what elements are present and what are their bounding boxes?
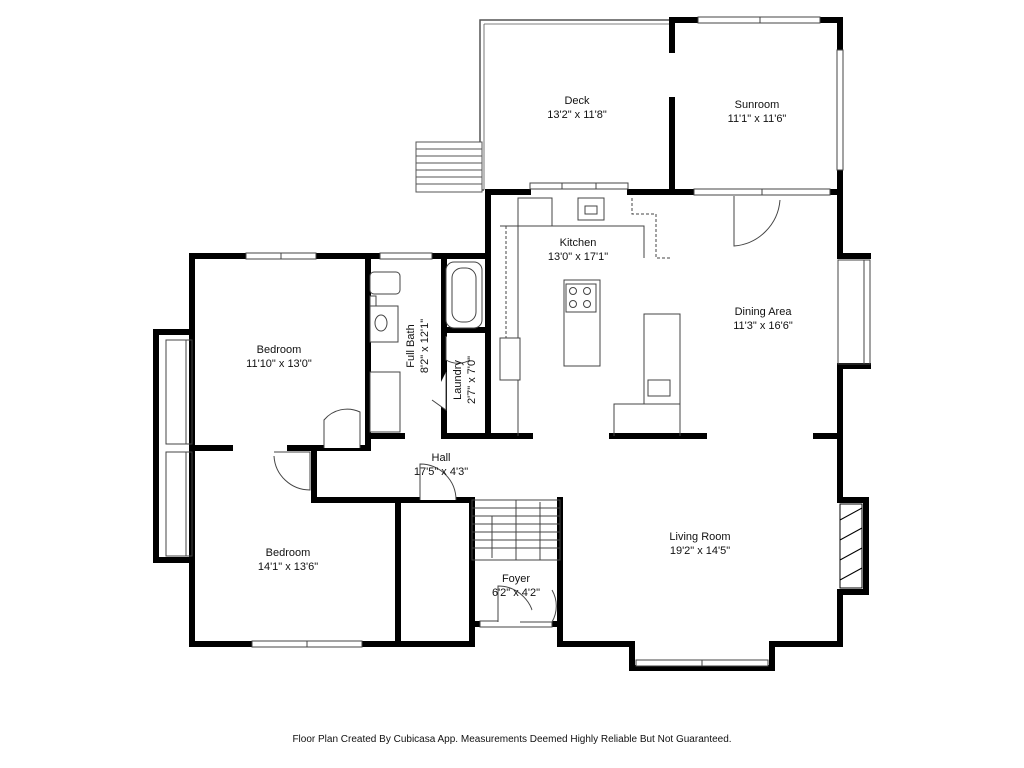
room-dimensions: 11'3" x 16'6" bbox=[733, 320, 793, 332]
room-label-dining: Dining Area 11'3" x 16'6" bbox=[733, 306, 793, 332]
room-dimensions: 11'10" x 13'0" bbox=[246, 358, 312, 370]
room-label-sunroom: Sunroom 11'1" x 11'6" bbox=[728, 99, 787, 125]
room-label-hall: Hall 17'5" x 4'3" bbox=[414, 452, 468, 478]
room-name: Bedroom bbox=[257, 344, 302, 356]
room-dimensions: 11'1" x 11'6" bbox=[728, 113, 787, 125]
room-dimensions: 13'2" x 11'8" bbox=[547, 109, 607, 121]
room-label-bedroom2: Bedroom 14'1" x 13'6" bbox=[258, 547, 318, 573]
interior-stairs bbox=[471, 499, 561, 561]
room-dimensions: 13'0" x 17'1" bbox=[548, 251, 608, 263]
room-name: Full Bath bbox=[405, 324, 417, 367]
room-dimensions: 6'2" x 4'2" bbox=[492, 587, 540, 599]
room-dimensions: 19'2" x 14'5" bbox=[670, 545, 730, 557]
room-name: Dining Area bbox=[735, 306, 793, 318]
doors bbox=[273, 196, 781, 623]
room-name: Bedroom bbox=[266, 547, 311, 559]
room-name: Sunroom bbox=[735, 99, 780, 111]
room-label-foyer: Foyer 6'2" x 4'2" bbox=[492, 573, 540, 599]
room-name: Living Room bbox=[669, 531, 730, 543]
room-labels: Deck 13'2" x 11'8" Sunroom 11'1" x 11'6" Kit… bbox=[246, 95, 793, 599]
room-name: Foyer bbox=[502, 573, 530, 585]
room-label-bedroom1: Bedroom 11'10" x 13'0" bbox=[246, 344, 312, 370]
room-label-deck: Deck 13'2" x 11'8" bbox=[547, 95, 607, 121]
room-name: Hall bbox=[432, 452, 451, 464]
footer-disclaimer: Floor Plan Created By Cubicasa App. Meas… bbox=[292, 734, 732, 745]
windows bbox=[165, 16, 871, 667]
room-label-living: Living Room 19'2" x 14'5" bbox=[669, 531, 730, 557]
bath-fixtures bbox=[369, 261, 483, 433]
room-dimensions: 8'2" x 12'1" bbox=[419, 319, 431, 373]
room-dimensions: 2'7" x 7'0" bbox=[466, 356, 478, 404]
kitchen-fixtures bbox=[499, 197, 681, 436]
room-name: Kitchen bbox=[560, 237, 597, 249]
deck-stairs bbox=[415, 141, 483, 193]
room-name: Laundry bbox=[452, 360, 464, 400]
room-dimensions: 17'5" x 4'3" bbox=[414, 466, 468, 478]
fireplace bbox=[839, 503, 863, 589]
room-dimensions: 14'1" x 13'6" bbox=[258, 561, 318, 573]
room-label-kitchen: Kitchen 13'0" x 17'1" bbox=[548, 237, 608, 263]
room-name: Deck bbox=[564, 95, 590, 107]
